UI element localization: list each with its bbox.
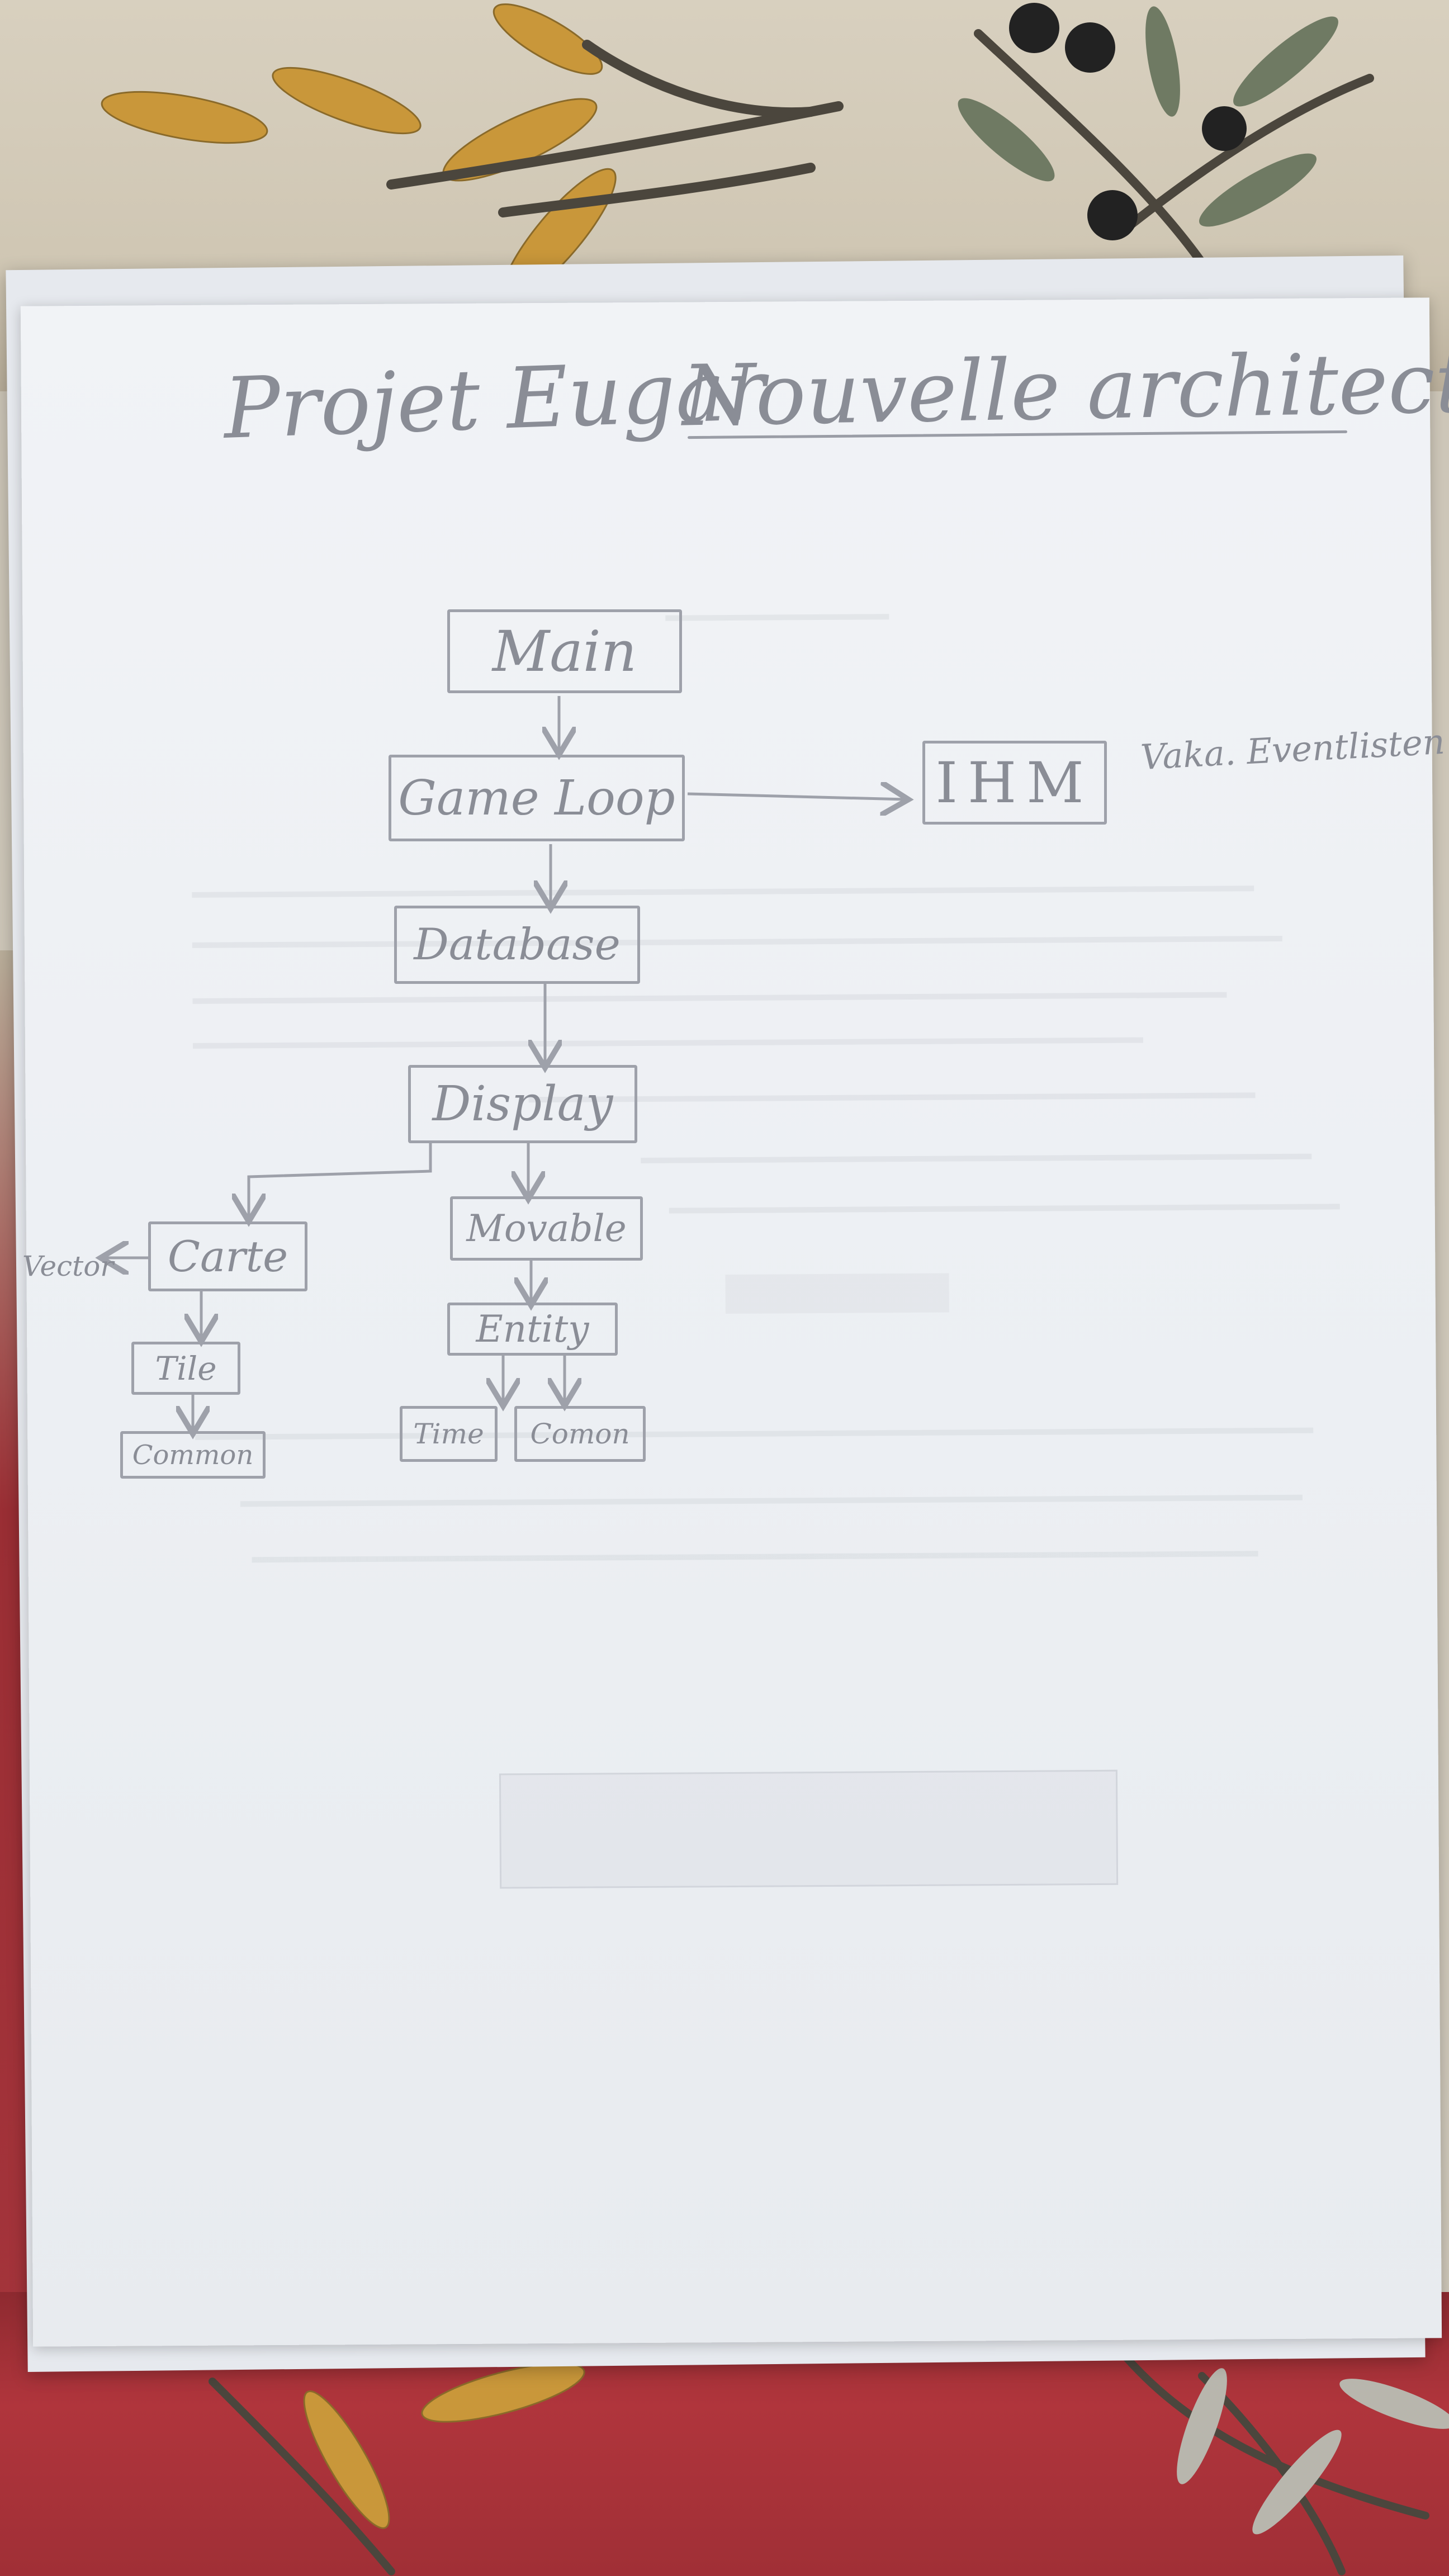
node-main: Main <box>447 609 682 693</box>
node-entity: Entity <box>447 1303 618 1356</box>
node-ihm: IHM <box>922 741 1107 825</box>
node-vector: Vector <box>22 1250 114 1282</box>
node-comon: Comon <box>514 1406 646 1462</box>
node-display: Display <box>408 1065 637 1143</box>
node-game-loop: Game Loop <box>389 755 685 841</box>
node-carte: Carte <box>148 1221 307 1291</box>
arrow-gameloop-ihm <box>687 794 906 799</box>
node-tile: Tile <box>131 1342 240 1395</box>
node-movable: Movable <box>450 1196 643 1261</box>
arrow-display-carte <box>249 1140 432 1219</box>
node-common: Common <box>120 1431 266 1479</box>
node-time: Time <box>400 1406 498 1462</box>
node-database: Database <box>394 906 640 984</box>
